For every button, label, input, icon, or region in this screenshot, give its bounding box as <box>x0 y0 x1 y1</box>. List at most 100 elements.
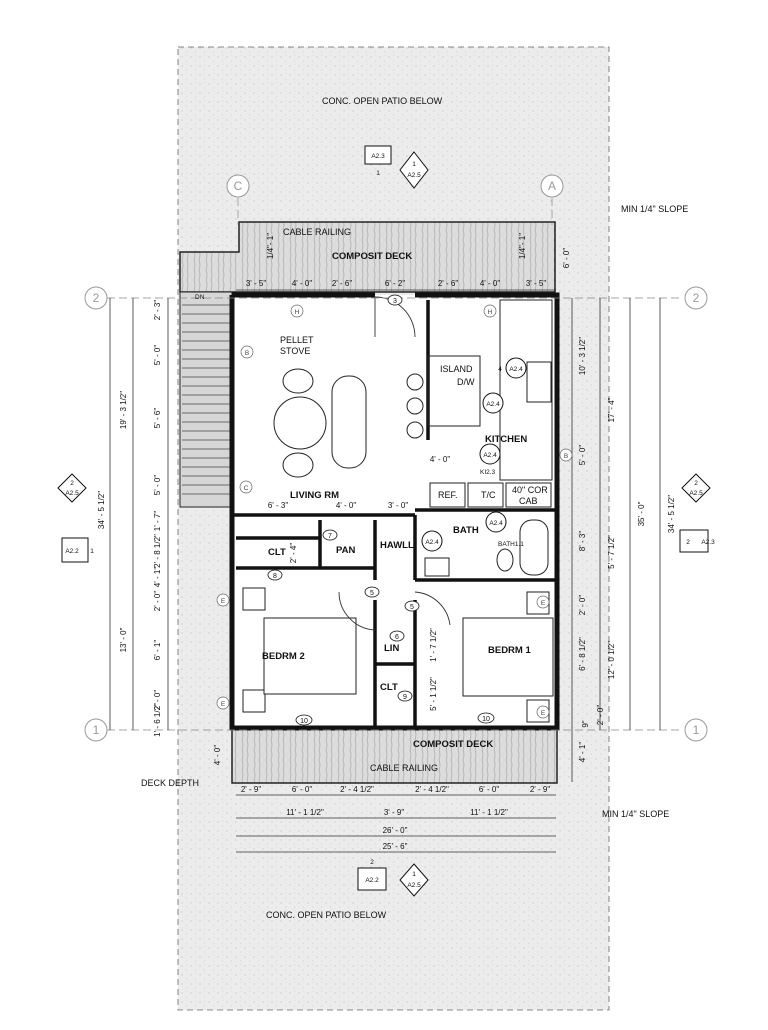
dim-l-8: 2' - 0" <box>153 591 162 612</box>
kitchen-label: KITCHEN <box>485 434 527 445</box>
dim-b-2: 6' - 0" <box>292 785 313 794</box>
elev-bot-n: 2 <box>370 859 374 866</box>
door-6: 6 <box>395 634 399 641</box>
patio-label-top: CONC. OPEN PATIO BELOW <box>322 96 443 106</box>
wall-tag-h1: H <box>295 309 300 316</box>
dim-r2-4: 9" <box>581 720 590 727</box>
lin-label: LIN <box>384 643 399 654</box>
elev-left-box: A2.2 <box>65 548 79 555</box>
dim-r-1: 10' - 3 1/2" <box>578 337 587 375</box>
wall-tag-e4: E <box>541 710 546 717</box>
dim-l-6: 2' - 8 1/2" <box>153 534 162 568</box>
living-rm-label: LIVING RM <box>290 490 339 501</box>
elev-k1: A2.4 <box>509 366 523 373</box>
elev-k1n: 4 <box>498 366 502 373</box>
elev-left-s: A2.5 <box>65 490 79 497</box>
dim-l-11: 1' - 6 1/2" <box>153 703 162 737</box>
dim-r2-3: 12' - 0 1/2" <box>607 641 616 679</box>
door-tag-shapes <box>267 294 495 726</box>
grid-1-right: 1 <box>693 723 700 737</box>
min-slope-top: MIN 1/4" SLOPE <box>621 204 688 214</box>
dim-b-5: 6' - 0" <box>479 785 500 794</box>
grid-c: C <box>234 179 243 193</box>
wall-tag-b1: B <box>245 350 249 357</box>
dim-b2-1: 11' - 1 1/2" <box>286 808 324 817</box>
wall-tag-shapes <box>216 304 573 719</box>
dim-top-5: 2' - 6" <box>438 279 459 288</box>
stair-treads <box>182 304 230 495</box>
dim-top-7: 3' - 5" <box>526 279 547 288</box>
elev-right-s: A2.5 <box>689 490 703 497</box>
dim-b3: 26' - 0" <box>383 826 408 835</box>
grid-bubbles <box>84 174 708 742</box>
dim-clt2: 5' - 1 1/2" <box>429 677 438 711</box>
elev-right-n: 2 <box>694 480 698 487</box>
dim-l-3: 5' - 6" <box>153 408 162 429</box>
elev-left-n: 2 <box>70 480 74 487</box>
cable-railing-bottom: CABLE RAILING <box>370 763 438 773</box>
dim-lin: 1' - 7 1/2" <box>429 628 438 662</box>
dim-r-6: 2' - 0" <box>596 705 605 726</box>
bedrm-2-label: BEDRM 2 <box>262 651 305 662</box>
dim-top-2: 4' - 0" <box>292 279 313 288</box>
island-label: ISLAND <box>440 364 473 374</box>
door-7: 7 <box>328 533 332 540</box>
dim-lr-3: 3' - 0" <box>388 501 409 510</box>
elev-left-box-n: 1 <box>90 548 94 555</box>
elev-b2: A2.4 <box>489 520 503 527</box>
cor-cab-label: 40" COR <box>512 485 548 495</box>
dimension-lines <box>109 289 661 853</box>
kitchen-counters <box>427 299 553 508</box>
clt-label-1: CLT <box>268 547 286 558</box>
dim-r-7: 4' - 1" <box>578 742 587 763</box>
wall-tag-e3: E <box>541 600 546 607</box>
elev-top-n1: 1 <box>376 170 380 177</box>
wall-tag-b2: B <box>564 453 568 460</box>
wall-tag-h2: H <box>488 309 493 316</box>
dim-r-4: 2' - 0" <box>578 595 587 616</box>
furniture <box>242 368 554 723</box>
grid-2-right: 2 <box>693 291 700 305</box>
dim-r2-2: 5' - 7 1/2" <box>607 535 616 569</box>
dim-l-2: 5' - 0" <box>153 345 162 366</box>
pellet-stove-label: PELLET <box>280 335 314 345</box>
dim-clt: 2' - 4" <box>289 543 298 564</box>
door-swings <box>338 296 451 631</box>
elev-right-box: A2.3 <box>701 539 715 546</box>
dn-label: DN <box>195 294 205 301</box>
dim-top-3: 2' - 6" <box>332 279 353 288</box>
door-5b: 5 <box>410 604 414 611</box>
elev-top-s2: A2.5 <box>407 172 421 179</box>
bath-label: BATH <box>453 525 479 536</box>
door-3: 3 <box>393 298 397 305</box>
dim-k-4: 4' - 0" <box>430 455 451 464</box>
dim-b2-2: 3' - 9" <box>384 808 405 817</box>
elev-right-box-n: 2 <box>686 539 690 546</box>
dim-r-5: 6' - 8 1/2" <box>578 637 587 671</box>
dim-deck-r: 1/4"- 1" <box>518 233 527 259</box>
dim-l-12: 4' - 0" <box>213 745 222 766</box>
dim-l-1: 2' - 3" <box>153 300 162 321</box>
dim-r-2: 5' - 0" <box>578 445 587 466</box>
dim-b-1: 2' - 9" <box>241 785 262 794</box>
dim-top-4: 6' - 2" <box>385 279 406 288</box>
elev-k3: A2.4 <box>483 452 497 459</box>
deck-bottom <box>231 727 558 784</box>
clt-label-2: CLT <box>380 682 398 693</box>
door-10a: 10 <box>300 718 308 725</box>
tc-label: T/C <box>481 490 496 500</box>
stair-area <box>179 291 233 508</box>
dim-l2-2: 13' - 0" <box>119 627 128 652</box>
dim-l3: 34' - 5 1/2" <box>97 491 106 529</box>
dim-b-3: 2' - 4 1/2" <box>340 785 374 794</box>
grid-2-left: 2 <box>93 291 100 305</box>
door-5a: 5 <box>370 590 374 597</box>
cor-cab-label-2: CAB <box>519 496 538 506</box>
dim-lr-2: 4' - 0" <box>336 501 357 510</box>
ref-label: REF. <box>438 490 458 500</box>
grid-1-left: 1 <box>93 723 100 737</box>
elevation-markers <box>57 145 711 897</box>
dim-l-9: 6' - 1" <box>153 640 162 661</box>
dim-b2-3: 11' - 1 1/2" <box>470 808 508 817</box>
